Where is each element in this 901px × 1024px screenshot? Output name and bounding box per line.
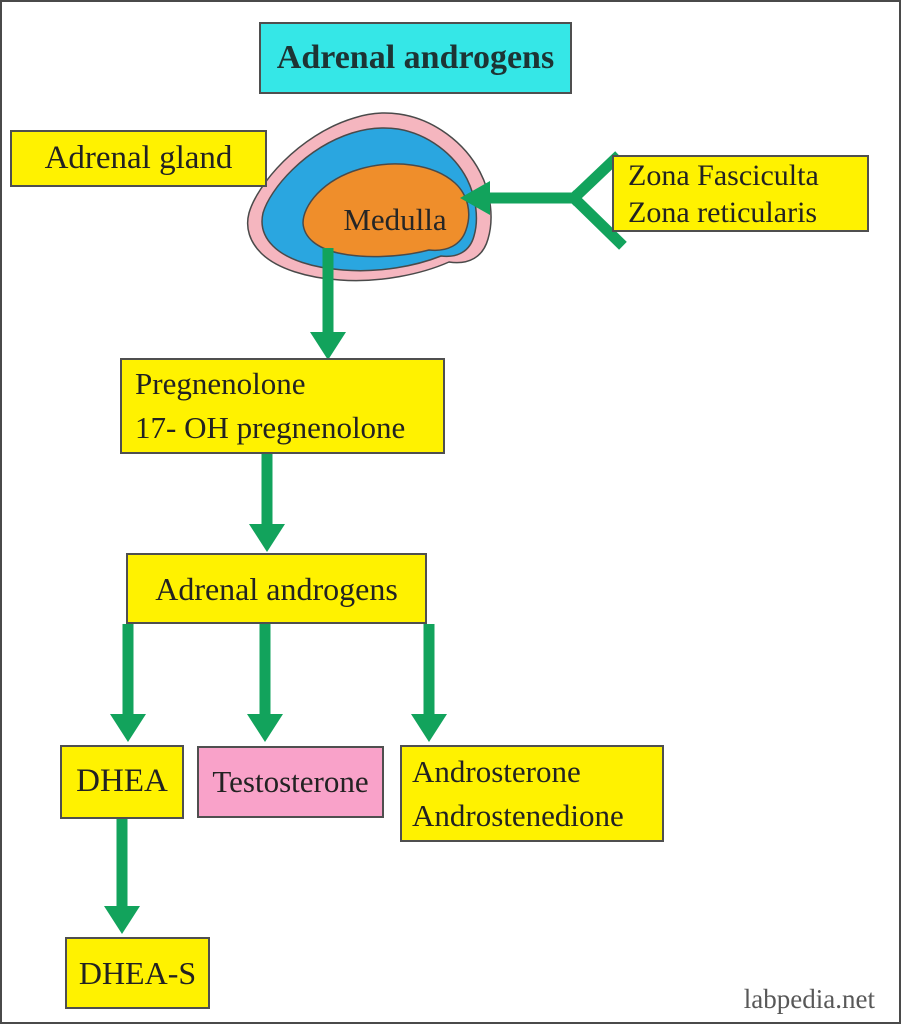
- node-pregnenolone-line-2: 17- OH pregnenolone: [135, 410, 406, 445]
- node-dhea-s: DHEA-S: [65, 937, 210, 1009]
- adrenal-gland-illustration: [246, 112, 492, 282]
- node-adrenal-androgens-label: Adrenal androgens: [155, 570, 398, 607]
- node-adrenal-androgens: Adrenal androgens: [126, 553, 427, 624]
- arrow-zona-to-medulla: [460, 151, 627, 250]
- title-label: Adrenal androgens: [276, 38, 555, 76]
- node-testosterone: Testosterone: [197, 746, 384, 818]
- node-zona-line-1: Zona Fasciculta: [628, 158, 819, 192]
- node-testosterone-label: Testosterone: [212, 763, 369, 799]
- node-dhea: DHEA: [60, 745, 184, 819]
- node-androsterone-line-2: Androstenedione: [412, 797, 624, 833]
- arrow-dhea-to-dhea-s: [104, 819, 140, 934]
- arrow-adrenal-androgens-to-dhea: [110, 624, 146, 742]
- arrow-pregnenolone-to-adrenal-androgens: [249, 454, 285, 552]
- node-pregnenolone: Pregnenolone 17- OH pregnenolone: [120, 358, 445, 454]
- node-androsterone: Androsterone Androstenedione: [400, 745, 664, 842]
- node-androsterone-line-1: Androsterone: [412, 753, 581, 789]
- arrow-medulla-to-pregnenolone: [310, 248, 346, 360]
- node-dhea-s-label: DHEA-S: [78, 955, 197, 991]
- watermark-text: labpedia.net: [743, 984, 875, 1014]
- title-box: Adrenal androgens: [259, 22, 572, 94]
- gland-medulla-shape: [302, 163, 470, 258]
- node-adrenal-gland-label: Adrenal gland: [44, 139, 233, 176]
- arrow-adrenal-androgens-to-testosterone: [247, 624, 283, 742]
- node-zona: Zona Fasciculta Zona reticularis: [612, 155, 869, 232]
- node-zona-line-2: Zona reticularis: [628, 195, 818, 229]
- node-dhea-label: DHEA: [76, 763, 168, 800]
- node-adrenal-gland: Adrenal gland: [10, 130, 267, 187]
- arrow-adrenal-androgens-to-androsterone: [411, 624, 447, 742]
- node-pregnenolone-line-1: Pregnenolone: [135, 366, 306, 401]
- node-medulla-label: Medulla: [343, 202, 447, 237]
